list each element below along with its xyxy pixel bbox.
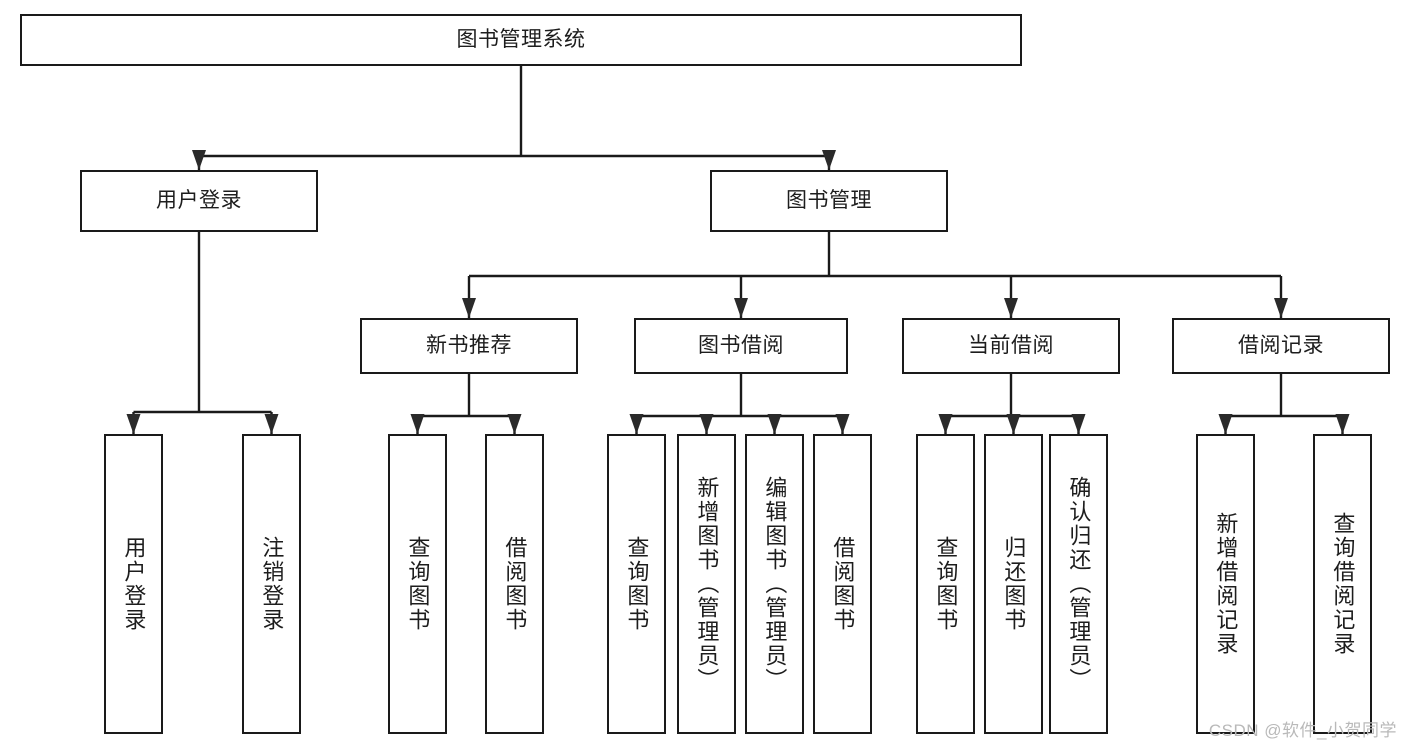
node-leaf-query-book-1[interactable]: 查询图书: [388, 434, 447, 734]
node-leaf-user-logout[interactable]: 注销登录: [242, 434, 301, 734]
node-label-borrow-record: 借阅记录: [1238, 333, 1324, 357]
node-label-leaf-return-book: 归还图书: [1001, 536, 1027, 632]
edge-arrow-leaf-borrow-book-1: [507, 414, 522, 434]
node-label-leaf-user-logout: 注销登录: [259, 536, 285, 632]
node-label-book-borrow: 图书借阅: [698, 333, 784, 357]
edge-arrow-borrow-record: [1274, 298, 1288, 318]
edge-arrow-leaf-add-record: [1218, 414, 1233, 434]
node-leaf-user-login[interactable]: 用户登录: [104, 434, 163, 734]
node-leaf-add-record[interactable]: 新增借阅记录: [1196, 434, 1255, 734]
node-label-leaf-query-record: 查询借阅记录: [1330, 512, 1356, 656]
edge-arrow-leaf-query-book-1: [410, 414, 425, 434]
node-label-leaf-borrow-book-1: 借阅图书: [502, 536, 528, 632]
edge-arrow-leaf-query-book-3: [938, 414, 953, 434]
node-label-leaf-query-book-2: 查询图书: [624, 536, 650, 632]
node-label-leaf-borrow-book-2: 借阅图书: [830, 536, 856, 632]
edge-arrow-leaf-query-book-2: [629, 414, 644, 434]
node-label-leaf-edit-book: 编辑图书（管理员）: [762, 476, 788, 692]
node-leaf-borrow-book-2[interactable]: 借阅图书: [813, 434, 872, 734]
edge-arrow-leaf-add-book: [699, 414, 714, 434]
edge-arrow-book-borrow: [734, 298, 748, 318]
node-borrow-record[interactable]: 借阅记录: [1172, 318, 1390, 374]
node-root[interactable]: 图书管理系统: [20, 14, 1022, 66]
edge-arrow-book-manage: [822, 150, 836, 170]
node-leaf-add-book[interactable]: 新增图书（管理员）: [677, 434, 736, 734]
node-label-leaf-query-book-3: 查询图书: [933, 536, 959, 632]
edge-arrow-leaf-return-book: [1006, 414, 1021, 434]
node-leaf-query-book-3[interactable]: 查询图书: [916, 434, 975, 734]
edge-arrow-new-book-rec: [462, 298, 476, 318]
edge-arrow-leaf-confirm-return: [1071, 414, 1086, 434]
node-leaf-query-book-2[interactable]: 查询图书: [607, 434, 666, 734]
node-book-borrow[interactable]: 图书借阅: [634, 318, 848, 374]
node-book-manage[interactable]: 图书管理: [710, 170, 948, 232]
node-new-book-rec[interactable]: 新书推荐: [360, 318, 578, 374]
node-label-root: 图书管理系统: [456, 27, 586, 51]
node-label-leaf-query-book-1: 查询图书: [405, 536, 431, 632]
node-leaf-confirm-return[interactable]: 确认归还（管理员）: [1049, 434, 1108, 734]
edge-arrow-leaf-user-logout: [264, 414, 279, 434]
node-user-login[interactable]: 用户登录: [80, 170, 318, 232]
node-label-leaf-confirm-return: 确认归还（管理员）: [1066, 476, 1092, 692]
edge-arrow-leaf-borrow-book-2: [835, 414, 850, 434]
node-leaf-return-book[interactable]: 归还图书: [984, 434, 1043, 734]
node-label-leaf-add-book: 新增图书（管理员）: [694, 476, 720, 692]
edge-arrow-leaf-edit-book: [767, 414, 782, 434]
node-leaf-edit-book[interactable]: 编辑图书（管理员）: [745, 434, 804, 734]
node-label-leaf-user-login: 用户登录: [121, 536, 147, 632]
node-leaf-query-record[interactable]: 查询借阅记录: [1313, 434, 1372, 734]
node-current-borrow[interactable]: 当前借阅: [902, 318, 1120, 374]
node-label-user-login: 用户登录: [156, 188, 242, 212]
watermark: CSDN @软件_小贺同学: [1208, 721, 1397, 740]
edge-arrow-user-login: [192, 150, 206, 170]
node-leaf-borrow-book-1[interactable]: 借阅图书: [485, 434, 544, 734]
edge-arrow-leaf-user-login: [126, 414, 141, 434]
edge-arrow-leaf-query-record: [1335, 414, 1350, 434]
node-label-current-borrow: 当前借阅: [968, 333, 1054, 357]
node-label-book-manage: 图书管理: [786, 188, 872, 212]
edge-arrow-current-borrow: [1004, 298, 1018, 318]
node-label-new-book-rec: 新书推荐: [426, 333, 512, 357]
node-label-leaf-add-record: 新增借阅记录: [1213, 512, 1239, 656]
